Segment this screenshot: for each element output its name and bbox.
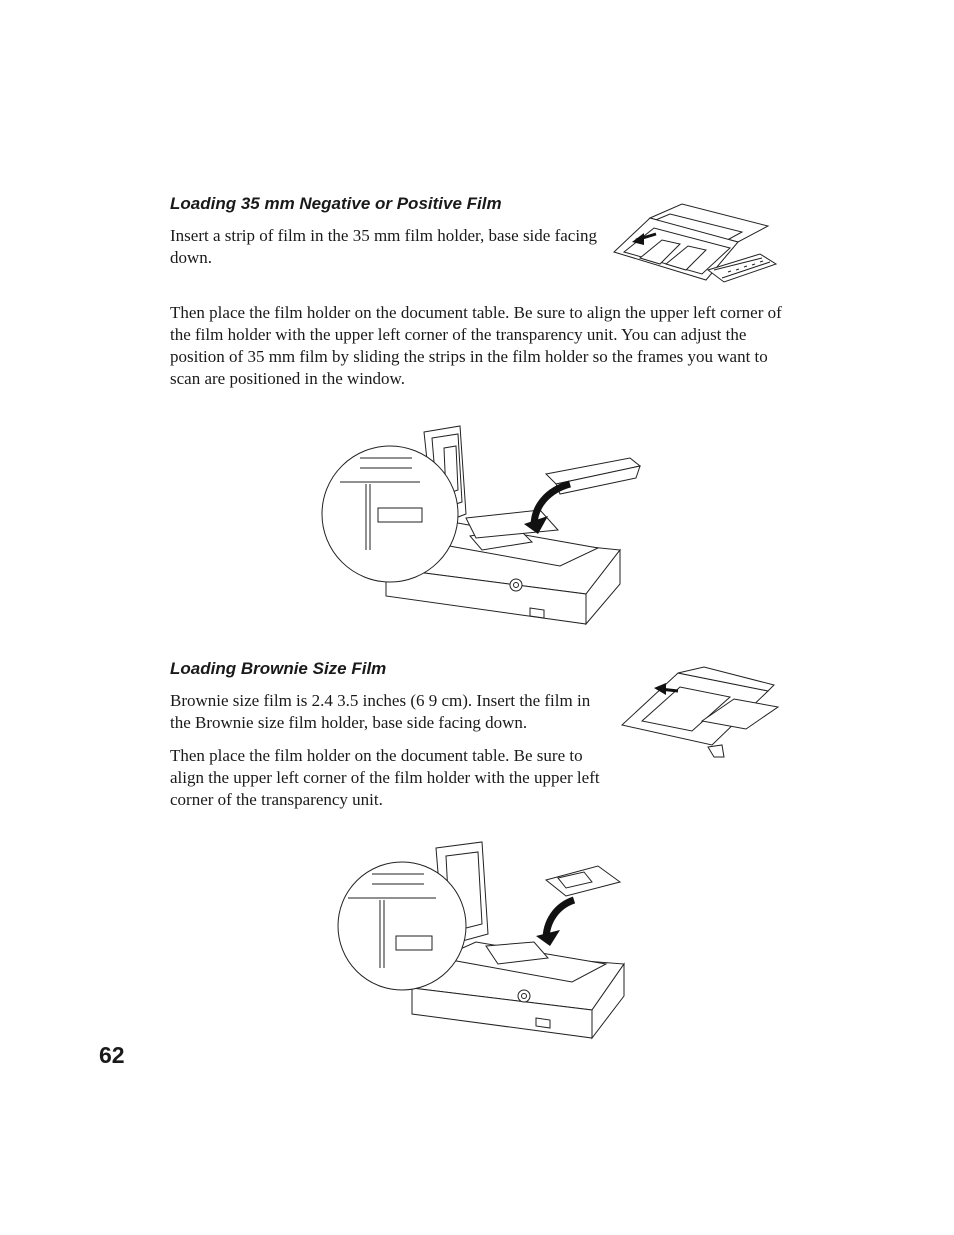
scanner-brownie-loading-illustration: [336, 838, 636, 1048]
page-number: 62: [99, 1042, 125, 1068]
heading-brownie-film: Loading Brownie Size Film: [170, 659, 387, 678]
paragraph-place-brownie-holder: Then place the film holder on the docume…: [170, 746, 600, 809]
paragraph-insert-35mm-strip: Insert a strip of film in the 35 mm film…: [170, 226, 598, 267]
35mm-film-holder-illustration: [610, 200, 790, 290]
brownie-film-holder-illustration: [618, 665, 788, 765]
insert-direction-arrow-icon: [632, 233, 656, 245]
scanner-35mm-loading-illustration: [320, 418, 650, 633]
insert-direction-arrow-icon: [654, 683, 678, 695]
paragraph-place-35mm-holder: Then place the film holder on the docume…: [170, 303, 782, 388]
heading-35mm-film: Loading 35 mm Negative or Positive Film: [170, 194, 502, 213]
paragraph-brownie-size: Brownie size film is 2.4 3.5 inches (6 9…: [170, 691, 591, 732]
